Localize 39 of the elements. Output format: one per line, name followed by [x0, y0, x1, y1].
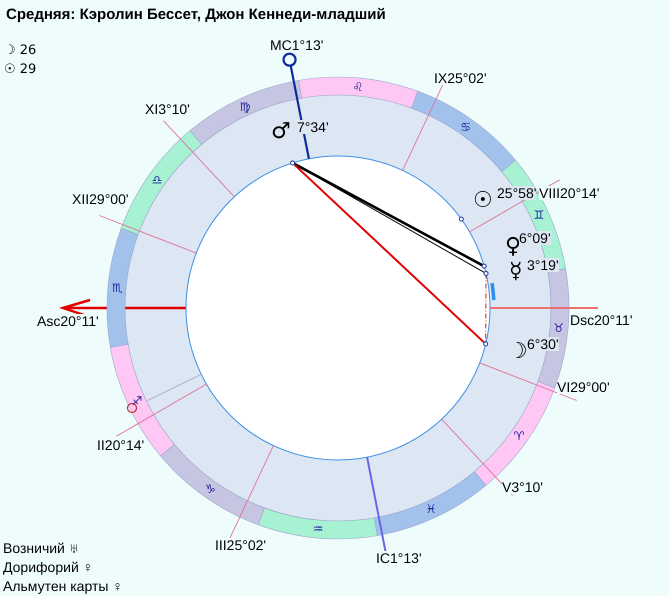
chart-note: Альмутен карты ♀ — [3, 579, 123, 593]
zodiac-sign-glyph: ♈ — [514, 430, 524, 442]
zodiac-sign-glyph: ♉ — [553, 322, 564, 334]
zodiac-sign-glyph: ♏ — [112, 282, 123, 294]
planet-degree-label: 6°30' — [527, 337, 559, 351]
house-cusp-label: V3°10' — [502, 480, 543, 494]
planet-degree-label: 6°09' — [519, 231, 551, 245]
zodiac-sign-glyph: ♎ — [152, 174, 162, 186]
chart-title: Средняя: Кэролин Бессет, Джон Кеннеди-младший — [6, 7, 386, 22]
zodiac-sign-glyph: ♍ — [240, 100, 250, 113]
planet-glyph: ♂ — [271, 121, 291, 143]
angle-label: Dsc20°11' — [570, 313, 632, 327]
planet-stat-label: ☉ 29 — [4, 63, 36, 76]
angle-label: MC1°13' — [270, 38, 324, 52]
zodiac-sign-glyph: ♌ — [352, 81, 364, 94]
angle-label: IC1°13' — [376, 551, 422, 565]
planet-glyph: ☽ — [508, 341, 528, 363]
house-cusp-label: IX25°02' — [434, 71, 487, 85]
zodiac-sign-glyph: ♒ — [312, 522, 324, 535]
house-cusp-label: XI3°10' — [145, 102, 190, 116]
house-cusp-label: II20°14' — [97, 438, 144, 452]
house-cusp-label: XII29°00' — [72, 192, 129, 206]
chart-note: Возничий ♅ — [3, 541, 80, 555]
house-cusp-label: III25°02' — [215, 538, 266, 552]
zodiac-sign-glyph: ♊ — [534, 209, 544, 222]
planet-degree-label: 3°19' — [527, 258, 559, 272]
house-cusp-label: VIII20°14' — [539, 186, 600, 200]
zodiac-sign-glyph: ♐ — [132, 394, 142, 407]
zodiac-sign-glyph: ♑ — [205, 483, 216, 496]
planet-glyph: ☿ — [509, 261, 523, 283]
zodiac-sign-glyph: ♓ — [426, 503, 436, 516]
angle-label: Asc20°11' — [37, 314, 99, 328]
planet-stat-label: ☽ 26 — [4, 44, 36, 57]
house-cusp-label: VI29°00' — [557, 380, 610, 394]
planet-glyph: ☉ — [473, 190, 493, 212]
zodiac-sign-glyph: ♋ — [460, 120, 471, 133]
planet-degree-label: 7°34' — [297, 120, 329, 134]
chart-note: Дорифорий ♀ — [3, 560, 94, 574]
planet-degree-label: 25°58' — [497, 186, 536, 200]
